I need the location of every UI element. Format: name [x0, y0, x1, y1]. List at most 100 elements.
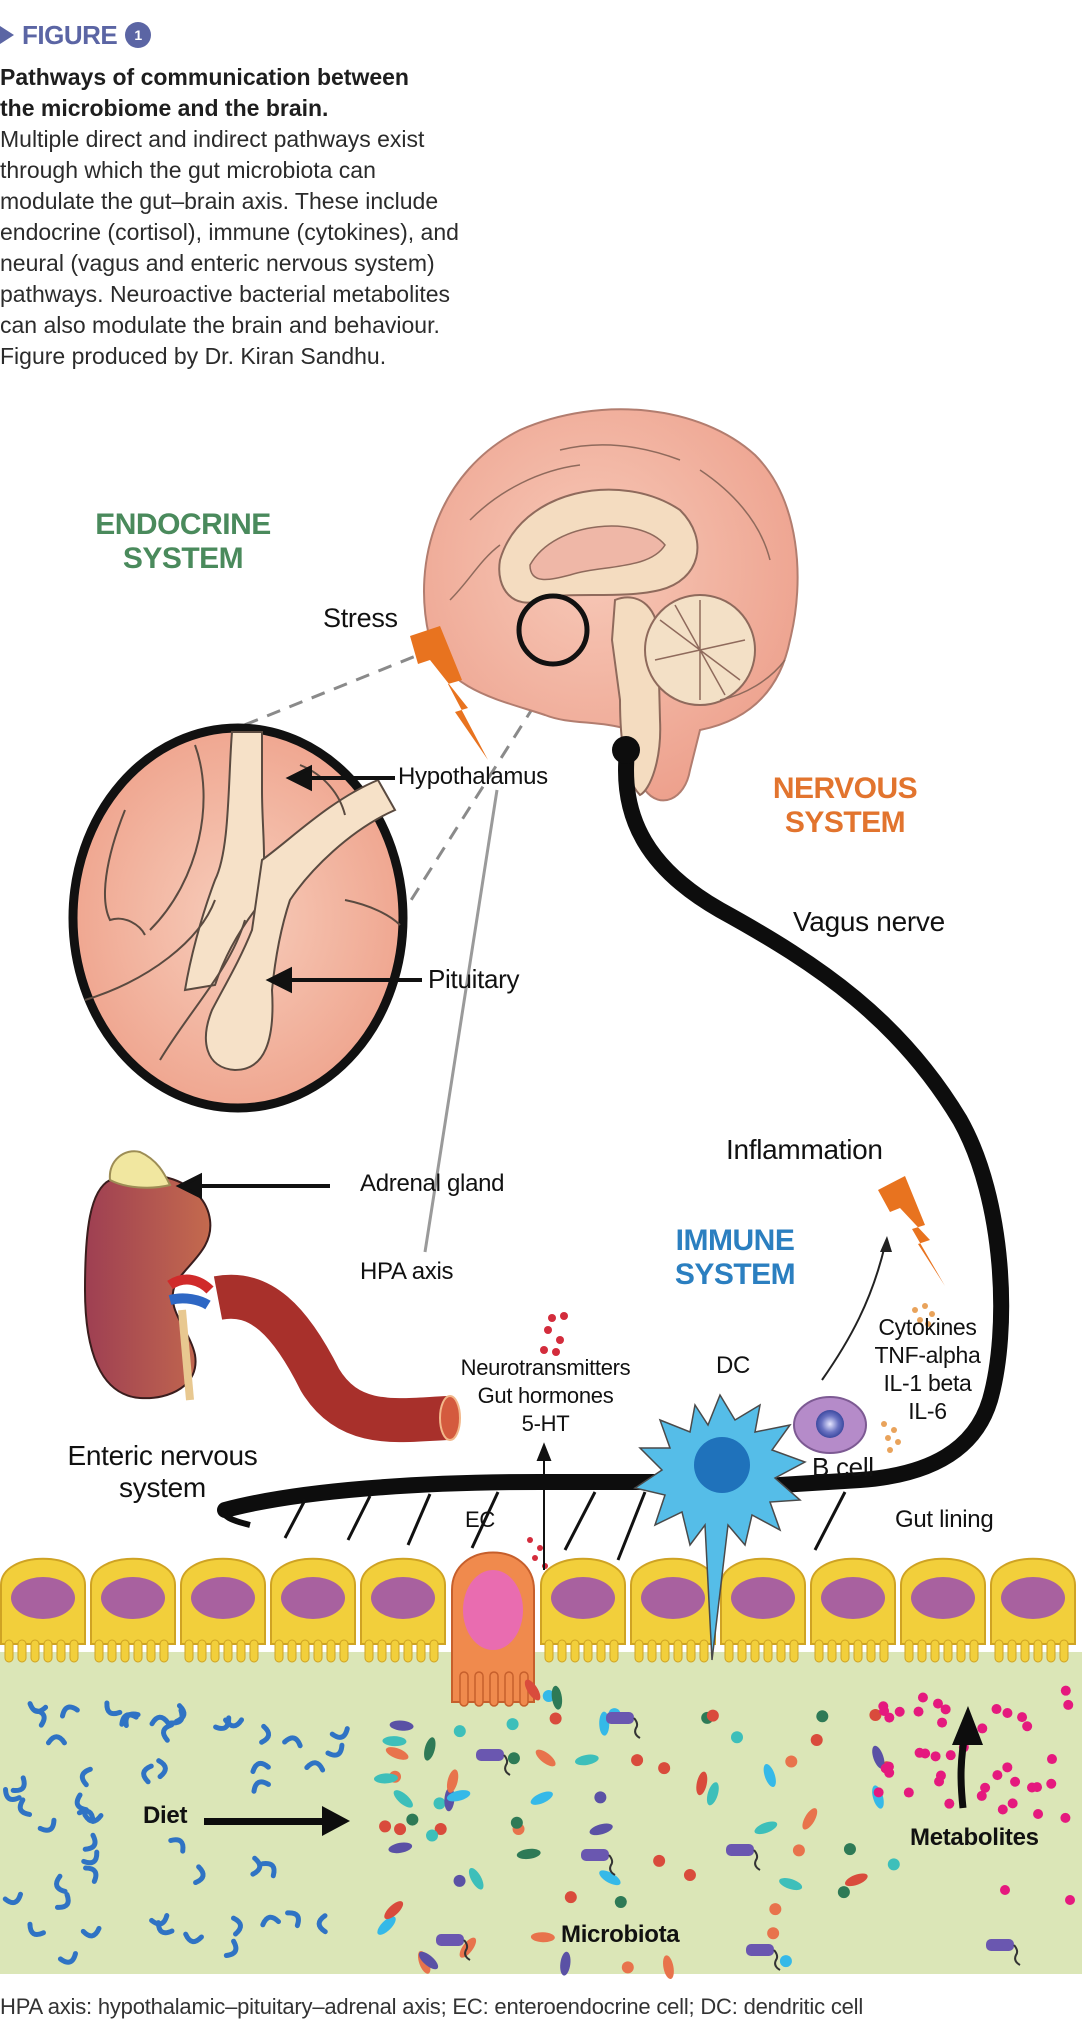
cytokines-label-line: Cytokines: [878, 1314, 977, 1340]
metabolite-dot: [937, 1717, 948, 1728]
coccus-bacterium: [507, 1752, 520, 1765]
caption-body-line: through which the gut microbiota can: [0, 157, 376, 183]
curved-bacterium: [250, 1760, 271, 1775]
curved-bacterium: [259, 1723, 272, 1745]
adrenal-gland-arrow: [175, 1172, 330, 1200]
kidney-illustration: [83, 1150, 214, 1401]
curved-bacterium: [80, 1925, 102, 1939]
neurotransmitters-label: Neurotransmitters Gut hormones 5-HT: [448, 1354, 643, 1438]
flagellated-bacterium: [746, 1944, 774, 1956]
coccus-bacterium: [837, 1886, 850, 1899]
rod-bacterium: [385, 1747, 409, 1760]
rod-bacterium: [872, 1745, 885, 1769]
rod-bacterium: [574, 1754, 599, 1766]
metabolite-dot: [930, 1751, 941, 1762]
metabolite-dot: [1033, 1809, 1044, 1820]
curved-bacterium: [260, 1914, 282, 1928]
flagellated-bacterium: [606, 1712, 634, 1724]
hypothalamus-pituitary-zoom: [68, 723, 408, 1113]
adrenal-gland-label: Adrenal gland: [360, 1170, 505, 1197]
metabolite-dot: [1017, 1712, 1028, 1723]
cytokine-particles: [881, 1303, 935, 1453]
cytokines-label-line: IL-6: [908, 1398, 947, 1424]
curved-bacterium: [81, 1849, 100, 1866]
rod-bacterium: [551, 1685, 563, 1710]
epithelial-cell: [900, 1557, 986, 1663]
curved-bacterium: [141, 1763, 154, 1785]
hypothalamus-label: Hypothalamus: [398, 763, 548, 790]
metabolite-dot: [997, 1804, 1008, 1815]
metabolite-dot: [992, 1770, 1003, 1781]
figure-number-badge: 1: [125, 22, 152, 48]
metabolite-dot: [914, 1747, 925, 1758]
caption-body-line: modulate the gut–brain axis. These inclu…: [0, 188, 439, 214]
flagellated-bacterium: [726, 1844, 754, 1856]
metabolite-dot: [894, 1706, 905, 1717]
curved-bacterium: [27, 1921, 46, 1937]
rod-bacterium: [706, 1782, 719, 1806]
curved-bacterium: [149, 1913, 170, 1927]
coccus-bacterium: [843, 1843, 856, 1856]
coccus-bacterium: [869, 1709, 882, 1722]
rod-bacterium: [377, 1916, 396, 1935]
curved-bacterium: [304, 1760, 326, 1773]
metabolite-dot: [1063, 1699, 1074, 1710]
figure-label: FIGURE: [22, 19, 118, 50]
neurotransmitter-arrow: [536, 1442, 552, 1570]
microbiota-label: Microbiota: [561, 1921, 680, 1948]
metabolite-dot: [1002, 1762, 1013, 1773]
metabolite-dot: [1032, 1782, 1043, 1793]
flagellated-bacterium: [436, 1934, 464, 1946]
b-cell: [793, 1396, 867, 1454]
coccus-bacterium: [434, 1822, 447, 1835]
rod-bacterium: [560, 1951, 571, 1976]
enteroendocrine-cell-label: EC: [465, 1507, 495, 1532]
dendritic-cell-label: DC: [716, 1352, 751, 1379]
coccus-bacterium: [658, 1762, 671, 1775]
coccus-bacterium: [631, 1754, 644, 1767]
coccus-bacterium: [653, 1854, 666, 1867]
epithelial-cell: [720, 1557, 806, 1663]
curved-bacterium: [45, 1734, 67, 1746]
rod-bacterium: [530, 1932, 555, 1943]
caption-title-line: Pathways of communication between: [0, 64, 409, 90]
coccus-bacterium: [810, 1733, 823, 1746]
coccus-bacterium: [706, 1709, 719, 1722]
stress-lightning-icon: [410, 626, 488, 760]
curved-bacterium: [282, 1735, 303, 1749]
curved-bacterium: [156, 1758, 168, 1780]
coccus-bacterium: [594, 1791, 607, 1804]
coccus-bacterium: [621, 1961, 634, 1974]
coccus-bacterium: [792, 1844, 805, 1857]
rod-bacterium: [382, 1736, 407, 1747]
curved-bacterium: [285, 1910, 301, 1929]
curved-bacterium: [149, 1714, 171, 1727]
curved-bacterium: [260, 1860, 277, 1879]
curved-bacterium: [59, 1704, 80, 1719]
coccus-bacterium: [730, 1731, 743, 1744]
caption-body-line: Multiple direct and indirect pathways ex…: [0, 126, 425, 152]
caption-title-line: the microbiome and the brain.: [0, 95, 329, 121]
curved-bacterium: [231, 1915, 243, 1937]
inflammation-arrow: [821, 1244, 886, 1381]
coccus-bacterium: [767, 1927, 780, 1940]
curved-bacterium: [79, 1766, 93, 1788]
rod-bacterium: [844, 1873, 868, 1887]
rod-bacterium: [696, 1771, 708, 1796]
rod-bacterium: [468, 1867, 484, 1890]
curved-bacterium: [213, 1715, 232, 1731]
vagus-nerve-label: Vagus nerve: [793, 906, 945, 937]
rod-bacterium: [589, 1823, 613, 1836]
metabolite-dot: [884, 1767, 895, 1778]
metabolite-dot: [903, 1787, 914, 1798]
nervous-system-label-line: SYSTEM: [784, 806, 906, 839]
rod-bacterium: [516, 1848, 541, 1860]
rod-bacterium: [802, 1808, 818, 1830]
curved-bacterium: [10, 1775, 27, 1793]
coccus-bacterium: [453, 1874, 466, 1887]
coccus-bacterium: [614, 1895, 627, 1908]
microbiota-population: [2, 1679, 1021, 1980]
endocrine-system-label-line: SYSTEM: [122, 542, 244, 575]
metabolite-dot: [1000, 1885, 1010, 1895]
